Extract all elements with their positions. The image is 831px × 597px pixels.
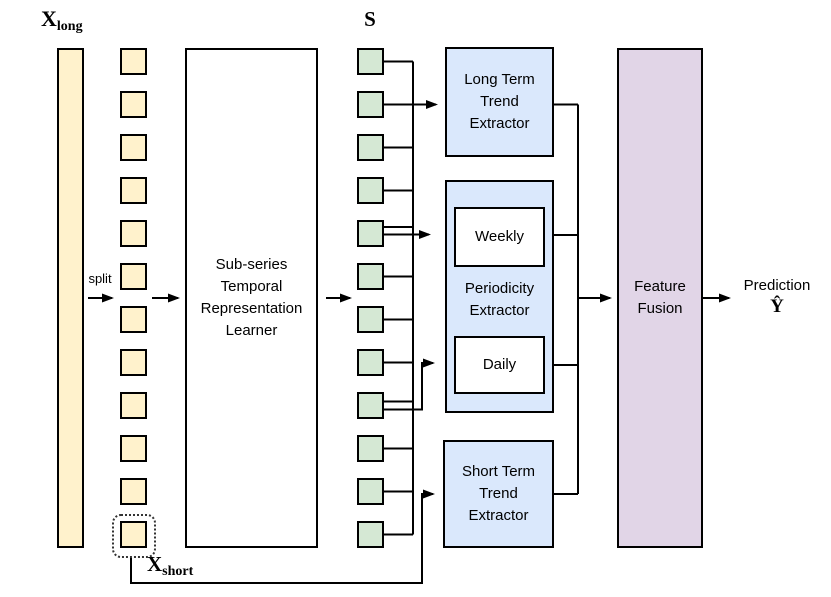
yellow-square [120,306,147,333]
yellow-square [120,521,147,548]
yellow-square [120,91,147,118]
weekly-box: Weekly [454,207,545,267]
green-square [357,521,384,548]
x-short-label: Xshort [147,552,194,579]
green-square [357,134,384,161]
arrow-to-daily [384,358,435,411]
yellow-square [120,220,147,247]
green-square [357,91,384,118]
y-hat-label: Ŷ [770,296,784,317]
daily-box: Daily [454,336,545,394]
long-term-trend-extractor-box: Long Term Trend Extractor [445,47,554,157]
short-term-trend-extractor-box: Short Term Trend Extractor [443,440,554,548]
green-square [357,306,384,333]
yellow-square [120,435,147,462]
feature-fusion-box: Feature Fusion [617,48,703,548]
green-square [357,220,384,247]
green-square [357,435,384,462]
green-square [357,392,384,419]
yellow-square [120,177,147,204]
green-square [357,177,384,204]
periodicity-extractor-box: Weekly Periodicity Extractor Daily [445,180,554,413]
split-label: split [88,271,112,286]
sub-series-learner-box: Sub-series Temporal Representation Learn… [185,48,318,548]
periodicity-label: Periodicity Extractor [464,280,535,319]
s-label: S [364,7,376,31]
yellow-square [120,48,147,75]
prediction-label: Prediction Ŷ [735,276,819,318]
x-long-bar [57,48,84,548]
yellow-square [120,263,147,290]
x-long-label: Xlong [41,6,83,34]
green-square [357,48,384,75]
yellow-square [120,134,147,161]
green-square [357,478,384,505]
yellow-square [120,478,147,505]
yellow-square [120,349,147,376]
yellow-square [120,392,147,419]
green-square [357,263,384,290]
green-square [357,349,384,376]
